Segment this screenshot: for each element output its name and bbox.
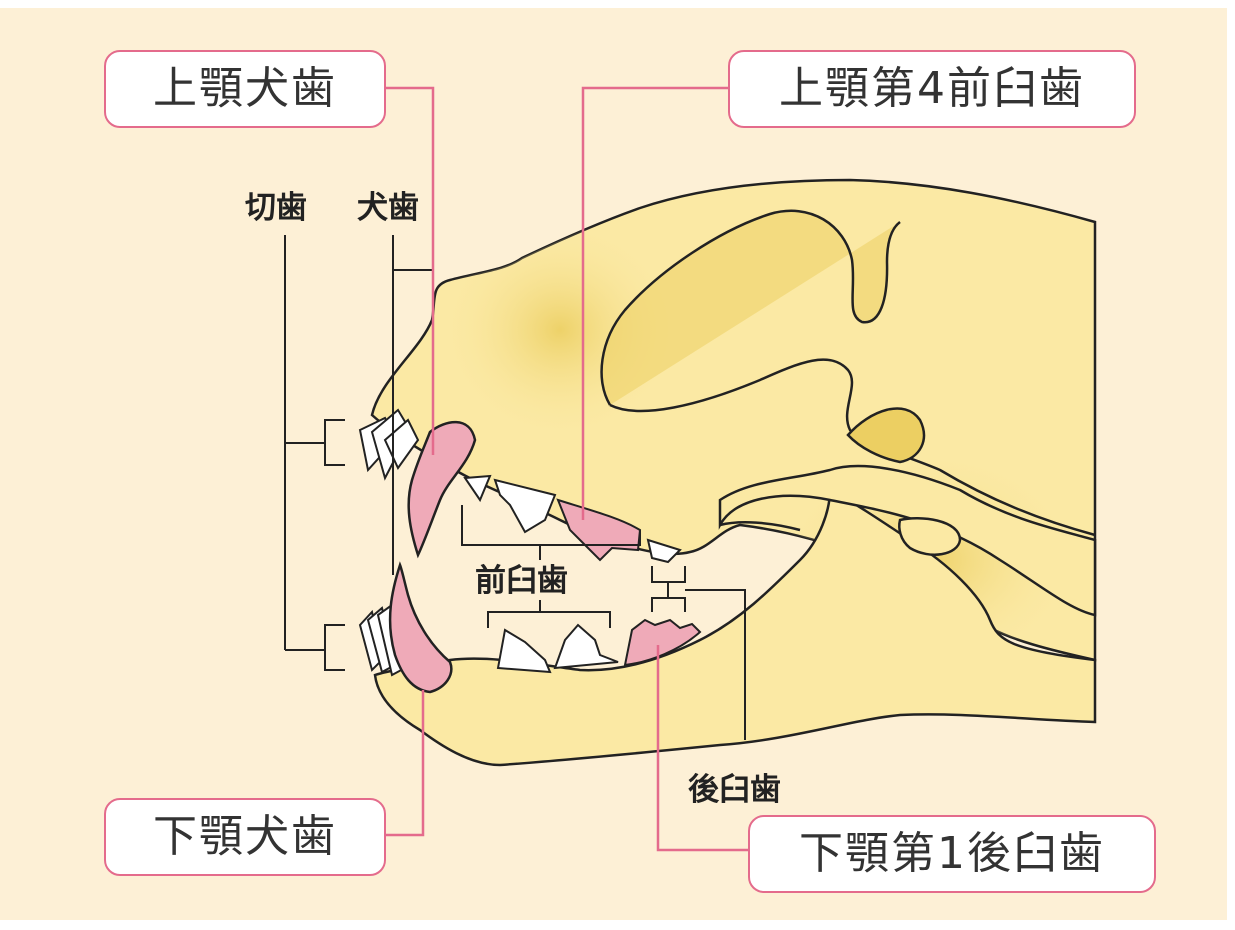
canines-label: 犬歯 — [357, 190, 419, 226]
condyle — [898, 516, 962, 556]
upper-canine-tooth — [407, 420, 477, 559]
upper-canine-callout: 上顎犬歯 — [104, 50, 386, 128]
lower-canine-callout: 下顎犬歯 — [104, 798, 386, 876]
upper-premolars — [463, 474, 557, 534]
upper-premolar4-text: 上顎第4前臼歯 — [779, 63, 1085, 114]
lower-molar1-text: 下顎第1後臼歯 — [799, 828, 1105, 879]
temporal-shade — [846, 407, 926, 464]
eye-socket — [600, 209, 901, 406]
lower-molar1-callout: 下顎第1後臼歯 — [748, 815, 1156, 893]
molars-label: 後臼歯 — [688, 772, 781, 808]
upper-premolar4-callout: 上顎第4前臼歯 — [728, 50, 1136, 128]
bracket-lines — [284, 235, 746, 740]
lower-molar1-tooth — [623, 618, 702, 667]
lower-canine-text: 下顎犬歯 — [153, 811, 337, 862]
lower-premolars — [496, 623, 619, 674]
coronoid-detail — [719, 521, 801, 532]
upper-molar — [646, 538, 682, 564]
mandible — [373, 487, 1097, 767]
mandible-ramus — [718, 464, 1097, 617]
premolars-label: 前臼歯 — [475, 563, 568, 599]
zygomatic-arch — [609, 358, 1096, 537]
leader-lines — [385, 86, 750, 852]
incisors-label: 切歯 — [245, 190, 307, 226]
upper-incisors — [358, 408, 420, 481]
lower-canine-tooth — [388, 561, 453, 694]
upper-canine-text: 上顎犬歯 — [153, 63, 337, 114]
